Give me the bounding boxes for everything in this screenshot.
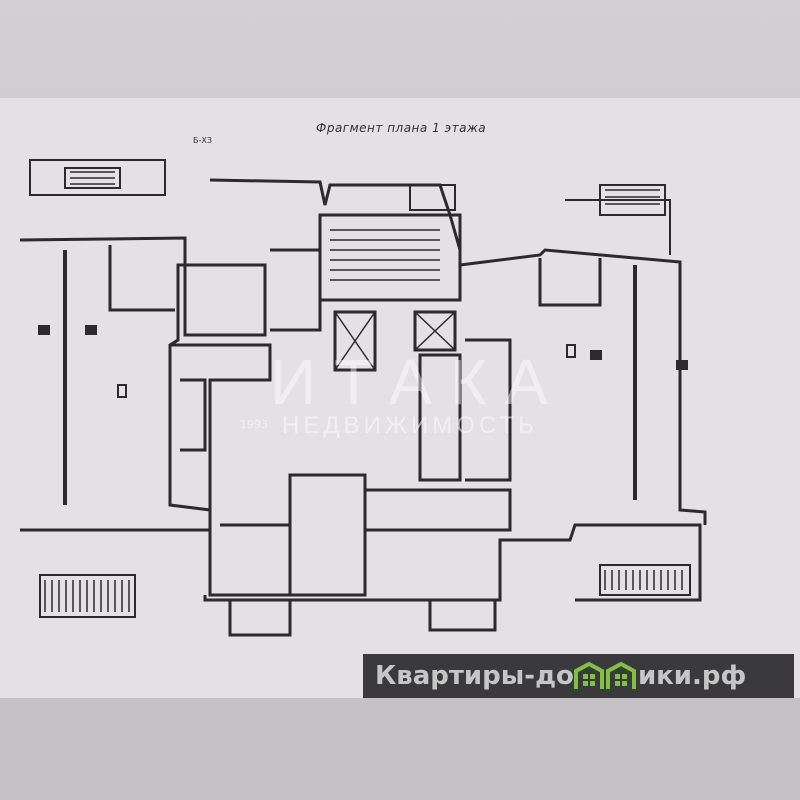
left-wing-walls xyxy=(19,236,212,532)
left-room xyxy=(108,245,175,312)
porch-right xyxy=(599,564,691,596)
room-left-bottom xyxy=(208,523,292,597)
site-badge-text-before: Квартиры-до xyxy=(375,661,574,691)
plan-title: Фрагмент плана 1 этажа xyxy=(316,121,487,135)
bath-block xyxy=(170,343,272,510)
watermark-subtitle: НЕДВИЖИМОСТЬ xyxy=(282,412,538,439)
room-center-bottom xyxy=(288,473,367,597)
site-badge-text-after: ики.рф xyxy=(637,661,747,691)
houses-logo-icon xyxy=(573,661,636,689)
bottom-outline xyxy=(203,523,702,602)
stair-block-right xyxy=(599,184,666,216)
photo-background-top xyxy=(0,0,800,100)
photo-background-bottom xyxy=(0,698,800,800)
room-core-a xyxy=(183,263,267,337)
corner-label: Б-ХЗ xyxy=(193,136,212,145)
right-wing-walls xyxy=(459,248,707,525)
site-badge: Квартиры-до ики.рф xyxy=(363,654,794,698)
corridor-room xyxy=(418,353,462,482)
right-room xyxy=(538,258,602,307)
plan-sheet xyxy=(0,98,800,698)
porch-left xyxy=(39,574,136,618)
watermark-brand: ИТАКА xyxy=(270,346,566,418)
core-top-walls xyxy=(209,178,462,270)
stair-block-left xyxy=(29,159,166,196)
stair-hall xyxy=(318,213,462,302)
watermark-year: 1993 xyxy=(240,418,268,431)
wc-block xyxy=(465,338,512,482)
